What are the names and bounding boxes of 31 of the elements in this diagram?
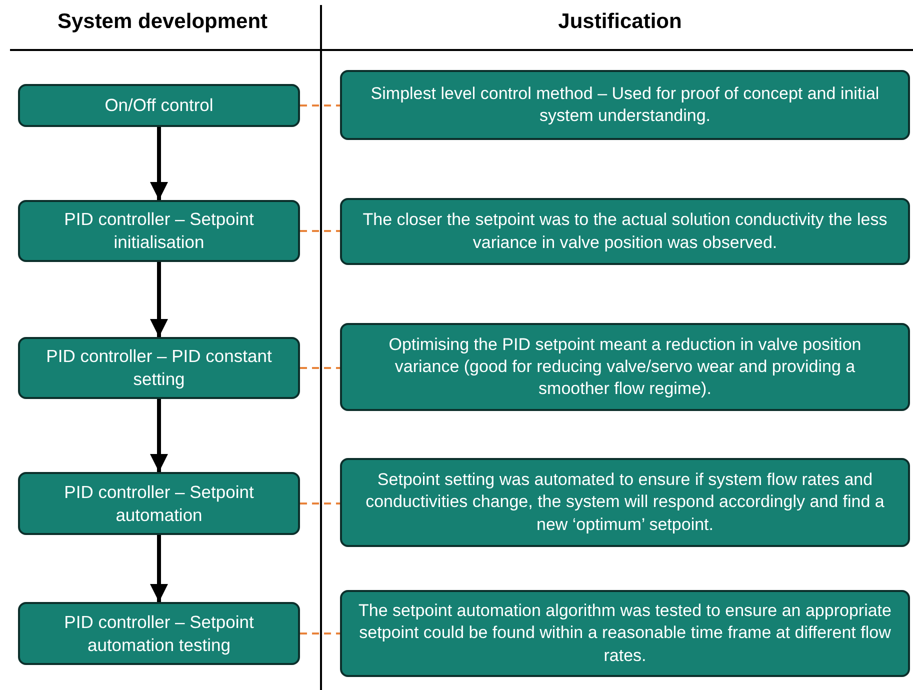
column-heading: System development	[56, 10, 269, 34]
process-box	[340, 458, 910, 547]
box-text: PID controller – Setpoint initialisation	[63, 208, 255, 254]
box-text: On/Off control	[104, 94, 214, 117]
process-box	[18, 84, 300, 127]
connector-line	[300, 230, 340, 232]
box-text: PID controller – Setpoint automation	[63, 480, 255, 526]
process-box	[340, 590, 910, 677]
box-text: Optimising the PID setpoint meant a reduction in valve position variance (good for reducing valve/servo wear and providing a smoother flow regime).	[388, 334, 862, 400]
connector-line	[300, 502, 340, 504]
column-heading: Justification	[557, 10, 683, 34]
connector-line	[300, 367, 340, 369]
arrow	[150, 535, 168, 602]
box-text: PID controller – PID constant setting	[45, 345, 273, 391]
box-text: Setpoint setting was automated to ensure if system flow rates and conductivities change, the system will respond accordingly and find a new ‘optimum’ setpoint.	[364, 469, 886, 536]
process-box	[18, 602, 300, 665]
box-text: Simplest level control method – Used for proof of concept and initial system understanding.	[370, 82, 880, 127]
box-text: The closer the setpoint was to the actual solution conductivity the less variance in valve position was observed.	[362, 209, 888, 254]
process-box	[340, 323, 910, 411]
connector-line	[300, 104, 340, 106]
arrow	[150, 127, 168, 200]
process-box	[18, 200, 300, 262]
process-box	[340, 70, 910, 140]
box-text: The setpoint automation algorithm was tested to ensure an appropriate setpoint could be found within a reasonable time frame at different flow rates.	[358, 600, 892, 667]
box-text: PID controller – Setpoint automation testing	[63, 610, 255, 656]
arrow	[150, 262, 168, 337]
process-box	[340, 198, 910, 265]
arrow	[150, 399, 168, 472]
connector-line	[300, 632, 340, 634]
process-box	[18, 472, 300, 535]
process-box	[18, 337, 300, 399]
